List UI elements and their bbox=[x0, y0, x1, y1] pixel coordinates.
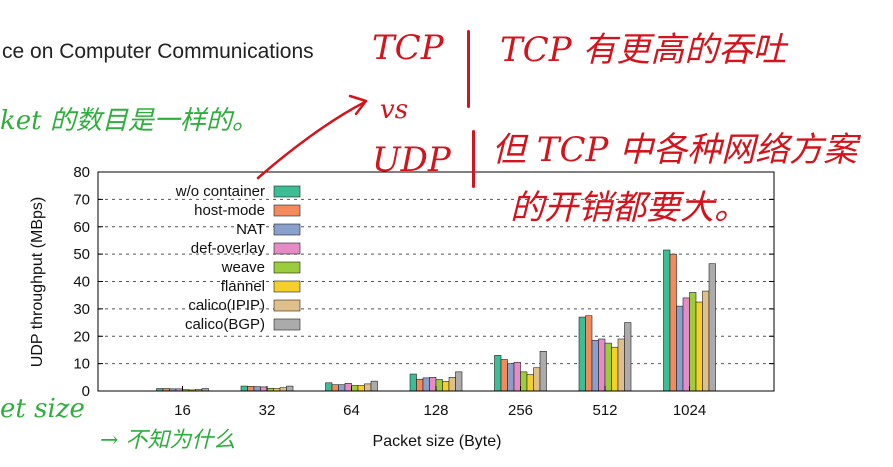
bar-flannel-512 bbox=[611, 346, 619, 392]
legend-swatch bbox=[273, 318, 301, 331]
bar-def-overlay-128 bbox=[429, 377, 437, 392]
bar-calico-ipip--1024 bbox=[702, 290, 710, 392]
bar-nat-32 bbox=[253, 386, 261, 392]
bar-calico-ipip--64 bbox=[364, 383, 372, 392]
bar-w-o-container-1024 bbox=[663, 249, 671, 392]
bar-w-o-container-32 bbox=[240, 385, 248, 392]
annotation-vs: vs bbox=[380, 95, 409, 125]
legend-swatch bbox=[273, 261, 301, 274]
annotation-left-top: ket 的数目是一样的。 bbox=[0, 106, 258, 136]
x-tick-label: 128 bbox=[423, 402, 448, 419]
y-tick-label: 70 bbox=[73, 191, 90, 208]
gridlines bbox=[98, 198, 774, 365]
y-tick-label: 30 bbox=[73, 301, 90, 318]
bar-w-o-container-512 bbox=[578, 316, 586, 392]
legend-swatch bbox=[273, 185, 301, 198]
bar-host-mode-256 bbox=[500, 359, 508, 392]
legend-label: def-overlay bbox=[191, 240, 266, 257]
bar-nat-1024 bbox=[676, 305, 684, 392]
annotation-bottom-arrow: → 不知为什么 bbox=[100, 428, 236, 453]
legend-label: calico(BGP) bbox=[185, 316, 265, 333]
x-tick-label: 1024 bbox=[673, 402, 706, 419]
bar-calico-bgp--32 bbox=[286, 385, 294, 392]
bar-nat-512 bbox=[591, 340, 599, 392]
legend-swatch bbox=[273, 280, 301, 293]
bar-flannel-256 bbox=[526, 374, 534, 392]
y-tick-label: 10 bbox=[73, 356, 90, 373]
x-tick-label: 16 bbox=[174, 402, 191, 419]
bar-def-overlay-256 bbox=[513, 361, 521, 392]
legend-label: w/o container bbox=[175, 183, 265, 200]
bar-flannel-128 bbox=[442, 381, 450, 392]
x-tick-label: 32 bbox=[259, 402, 276, 419]
y-tick-label: 20 bbox=[73, 328, 90, 345]
bar-weave-1024 bbox=[689, 292, 697, 392]
y-tick-label: 50 bbox=[73, 246, 90, 263]
bar-nat-64 bbox=[338, 384, 346, 392]
y-axis-title: UDP throughput (MBps) bbox=[29, 197, 46, 367]
annotation-overhead-larger: 的开销都要大。 bbox=[510, 188, 748, 228]
annotation-divider-bottom bbox=[472, 130, 475, 188]
annotation-udp: UDP bbox=[372, 140, 451, 180]
bar-def-overlay-32 bbox=[260, 386, 268, 392]
bar-calico-ipip--512 bbox=[617, 338, 625, 392]
bar-host-mode-32 bbox=[247, 386, 255, 392]
bar-host-mode-64 bbox=[331, 384, 339, 392]
bar-w-o-container-256 bbox=[494, 355, 502, 392]
y-tick-label: 80 bbox=[73, 164, 90, 181]
x-tick-label: 512 bbox=[592, 402, 617, 419]
legend-label: calico(IPIP) bbox=[188, 297, 265, 314]
bar-nat-256 bbox=[507, 363, 515, 392]
bar-flannel-64 bbox=[357, 385, 365, 392]
bar-weave-512 bbox=[604, 342, 612, 392]
legend-swatch bbox=[273, 242, 301, 255]
legend-label: NAT bbox=[236, 221, 265, 238]
bar-host-mode-1024 bbox=[669, 253, 677, 392]
annotation-left-bottom: et size bbox=[0, 394, 85, 424]
axes: 0 10 20 30 40 50 60 70 80 16 32 64 128 256 512 1024 bbox=[73, 164, 775, 419]
y-tick-label: 0 bbox=[82, 383, 90, 400]
bar-w-o-container-128 bbox=[409, 373, 417, 392]
bar-def-overlay-64 bbox=[344, 383, 352, 392]
legend-label: host-mode bbox=[194, 202, 265, 219]
bar-calico-bgp--64 bbox=[370, 380, 378, 392]
legend-label: weave bbox=[221, 259, 265, 276]
x-tick-label: 256 bbox=[508, 402, 533, 419]
bar-host-mode-512 bbox=[585, 315, 593, 392]
slide-title: ce on Computer Communications bbox=[2, 40, 314, 63]
annotation-divider-top bbox=[467, 30, 470, 108]
bar-calico-bgp--128 bbox=[455, 371, 463, 392]
legend-swatch bbox=[273, 223, 301, 236]
bar-calico-ipip--128 bbox=[448, 377, 456, 392]
bar-def-overlay-1024 bbox=[682, 297, 690, 392]
bar-def-overlay-512 bbox=[598, 338, 606, 392]
bar-calico-bgp--512 bbox=[624, 322, 632, 392]
bar-calico-bgp--1024 bbox=[708, 263, 716, 392]
bar-flannel-1024 bbox=[695, 301, 703, 392]
legend-label: flannel bbox=[221, 278, 265, 295]
y-tick-label: 60 bbox=[73, 219, 90, 236]
bar-calico-bgp--256 bbox=[539, 351, 547, 392]
annotation-tcp: TCP bbox=[372, 28, 444, 68]
x-axis-title: Packet size (Byte) bbox=[373, 433, 502, 450]
y-tick-label: 40 bbox=[73, 274, 90, 291]
bar-host-mode-128 bbox=[416, 378, 424, 392]
legend-swatch bbox=[273, 299, 301, 312]
x-tick-label: 64 bbox=[343, 402, 360, 419]
bar-weave-128 bbox=[435, 379, 443, 392]
bar-weave-256 bbox=[520, 371, 528, 392]
bar-calico-ipip--256 bbox=[533, 367, 541, 392]
bar-w-o-container-64 bbox=[325, 382, 333, 392]
annotation-but-tcp: 但 TCP 中各种网络方案 bbox=[492, 130, 858, 170]
annotation-tcp-higher-throughput: TCP 有更高的吞吐 bbox=[500, 30, 787, 70]
bar-weave-64 bbox=[351, 385, 359, 392]
legend-swatch bbox=[273, 204, 301, 217]
bar-nat-128 bbox=[422, 377, 430, 392]
